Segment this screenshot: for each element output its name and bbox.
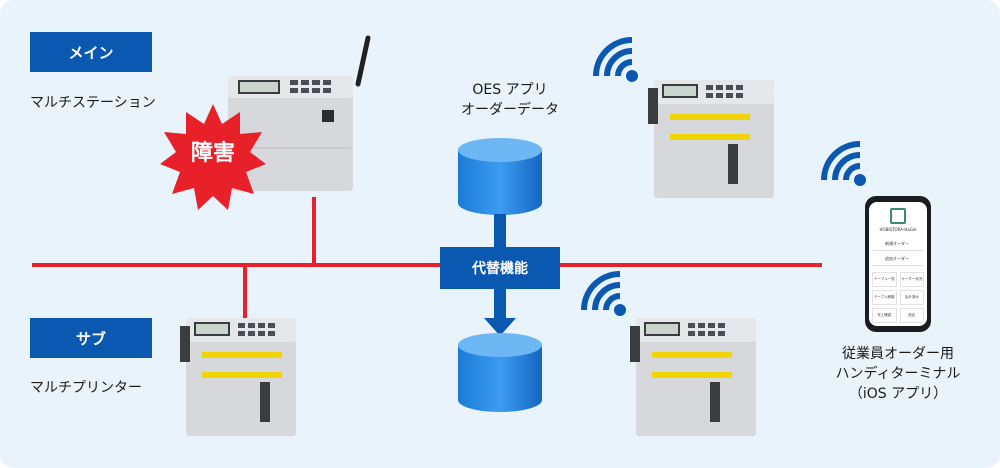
sub-printer-drop-line bbox=[243, 265, 247, 320]
phone-screen: HOBISTORA-HaGel 新規オーダー 追加オーダー テーブル一覧 オーダ… bbox=[869, 202, 927, 326]
phone-menu-item[interactable]: 新規オーダー bbox=[873, 238, 923, 251]
sub-printer-label: マルチプリンター bbox=[30, 380, 142, 396]
phone-grid-item[interactable]: 売上確認 bbox=[872, 308, 897, 323]
oes-line-2: オーダーデータ bbox=[461, 102, 559, 118]
wifi-icon bbox=[821, 141, 866, 186]
handy-line-2: ハンディターミナル bbox=[835, 366, 961, 382]
down-arrow-icon bbox=[484, 318, 516, 336]
oes-data-label: OES アプリ オーダーデータ bbox=[440, 80, 580, 120]
phone-grid-item[interactable]: テーブル移動 bbox=[872, 290, 897, 305]
phone-brand-text: HOBISTORA-HaGel bbox=[879, 227, 917, 232]
handy-line-1: 従業員オーダー用 bbox=[842, 346, 954, 362]
oes-line-1: OES アプリ bbox=[472, 82, 548, 98]
phone-logo-icon bbox=[890, 208, 906, 224]
backup-function-badge: 代替機能 bbox=[440, 247, 560, 289]
database-top-icon bbox=[458, 138, 542, 215]
phone-grid: テーブル一覧 オーダー状況 テーブル移動 会計済み 売上確認 設定 bbox=[872, 272, 924, 323]
smartphone-device: HOBISTORA-HaGel 新規オーダー 追加オーダー テーブル一覧 オーダ… bbox=[865, 196, 931, 332]
sub-tag: サブ bbox=[30, 318, 152, 358]
phone-grid-item[interactable]: 会計済み bbox=[899, 290, 924, 305]
main-tag: メイン bbox=[30, 32, 152, 72]
top-printer-device bbox=[648, 80, 774, 198]
handy-terminal-label: 従業員オーダー用 ハンディターミナル （iOS アプリ） bbox=[818, 344, 978, 404]
wifi-icon bbox=[593, 37, 638, 82]
fault-burst-icon bbox=[160, 104, 266, 210]
bottom-printer-device bbox=[630, 318, 756, 436]
phone-grid-item[interactable]: テーブル一覧 bbox=[872, 272, 897, 287]
handy-line-3: （iOS アプリ） bbox=[848, 386, 948, 402]
wifi-icon bbox=[581, 271, 626, 316]
network-bus-line bbox=[32, 263, 822, 267]
sub-printer-device bbox=[180, 318, 296, 436]
phone-grid-item[interactable]: 設定 bbox=[899, 308, 924, 323]
main-station-drop-line bbox=[312, 197, 316, 265]
fault-label: 障害 bbox=[190, 141, 235, 166]
phone-menu-item[interactable]: 追加オーダー bbox=[873, 253, 923, 266]
database-bottom-icon bbox=[458, 333, 542, 412]
main-station-label: マルチステーション bbox=[30, 95, 156, 111]
phone-grid-item[interactable]: オーダー状況 bbox=[899, 272, 924, 287]
